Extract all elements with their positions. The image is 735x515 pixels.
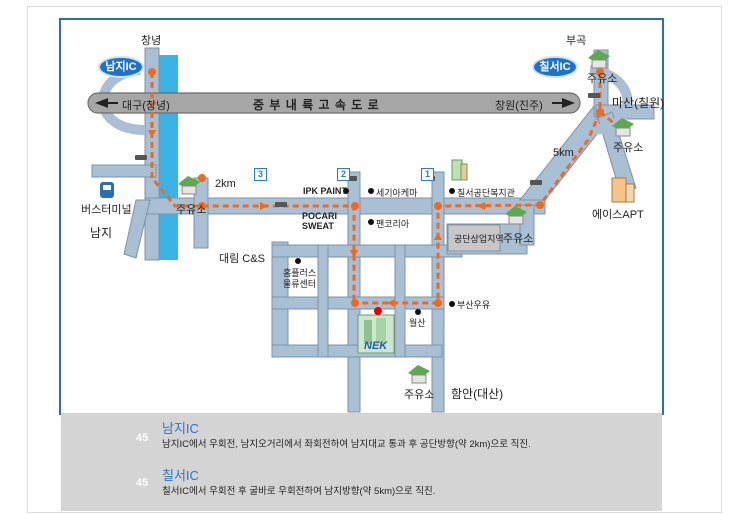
label-gas-station-bugok: 주유소	[587, 73, 618, 85]
label-ace-apt: 에이스APT	[592, 209, 644, 221]
label-homeplus-2: 물류센터	[283, 279, 317, 289]
highway	[87, 92, 581, 114]
label-gas-station-namji: 주유소	[176, 204, 207, 216]
namji-ic-badge: 남지IC	[98, 56, 144, 78]
arrow-left-shaft	[106, 102, 118, 104]
legend-text-namji: 남지IC에서 우회전, 남지오거리에서 좌회전하여 남지대교 통과 후 공단방향…	[162, 439, 531, 450]
arrow-right-shaft	[552, 102, 564, 104]
label-distance-5km: 5km	[553, 147, 574, 159]
chilseo-ic-badge: 칠서IC	[532, 56, 578, 78]
nek-building-tower	[376, 318, 386, 344]
label-homeplus-1: 홈플러스	[283, 268, 317, 278]
label-haman: 함안(대산)	[451, 387, 504, 401]
industrial-zone-block	[447, 224, 501, 252]
welfare-building-icon	[451, 159, 468, 181]
label-changnyeong: 창녕	[141, 35, 162, 47]
bus-icon	[100, 182, 114, 198]
label-highway-name: 중 부 내 륙 고 속 도 로	[253, 98, 380, 112]
legend-title-namji: 남지IC	[162, 421, 199, 436]
label-chilseo-welfare: 칠서공단복지관	[457, 188, 515, 198]
shield-number-1: 45	[136, 432, 149, 444]
marker-2: 2	[337, 168, 350, 181]
label-gas-station-masan: 주유소	[613, 142, 644, 154]
legend-text-chilseo: 칠서IC에서 우회전 후 굴바로 우회전하여 남지방향(약 5km)으로 직진.	[162, 486, 436, 497]
gas-station-icons	[178, 50, 634, 384]
poi-dots	[295, 188, 455, 315]
arrow-right-icon	[562, 98, 575, 108]
arrow-left-icon	[95, 98, 108, 108]
apartment-icon	[611, 177, 635, 203]
label-gas-station-gongdan: 주유소	[503, 233, 534, 245]
river	[158, 55, 178, 260]
label-wolsan: 월산	[409, 318, 426, 328]
route-dots	[148, 68, 604, 307]
legend-title-chilseo: 칠서IC	[162, 468, 199, 483]
label-sweat: SWEAT	[302, 221, 334, 231]
ic-ramp-east	[589, 65, 633, 135]
route-arrows	[148, 130, 485, 307]
label-namji: 남지	[90, 226, 113, 240]
shield-number-2: 45	[136, 477, 149, 489]
label-pocari: POCARI	[302, 211, 338, 221]
label-busan-milk: 부산우유	[457, 300, 491, 310]
destination-marker-icon	[374, 307, 382, 315]
label-daelim: 대림 C&S	[219, 253, 265, 265]
label-east-direction: 창원(진주)	[495, 100, 543, 112]
label-nek: NEK	[364, 340, 388, 352]
label-distance-2km: 2km	[215, 178, 236, 190]
nek-building-wing	[364, 320, 372, 344]
label-ipk-paint: IPK PAINT	[303, 186, 347, 196]
label-bugok: 부곡	[566, 35, 587, 47]
label-west-direction: 대구(창녕)	[122, 100, 170, 112]
label-masan: 마산(칠원)	[612, 96, 665, 110]
label-gas-station-haman: 주유소	[404, 389, 435, 401]
label-gongdan-area: 공단상업지역	[454, 234, 504, 244]
marker-3: 3	[254, 168, 267, 181]
label-sega-chemical: 세기아케마	[376, 188, 418, 198]
label-bus-terminal: 버스터미널	[81, 204, 132, 216]
marker-1: 1	[421, 168, 434, 181]
directions-legend	[61, 413, 662, 511]
label-pan-korea: 팬코리아	[376, 219, 410, 229]
